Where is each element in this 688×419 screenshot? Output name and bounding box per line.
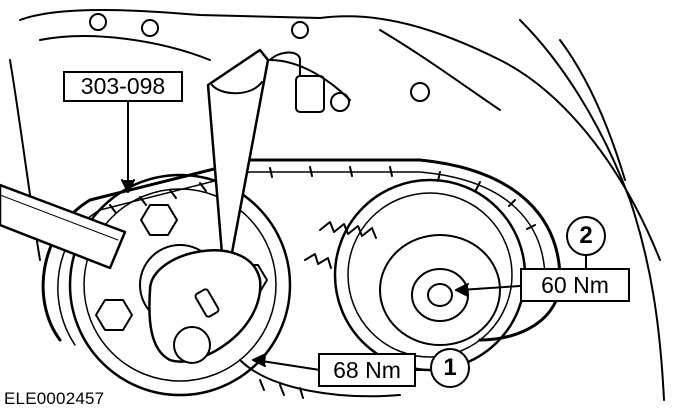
bolt [89, 13, 107, 31]
sensor-connector [295, 75, 325, 113]
torque-value-2: 60 Nm [520, 268, 630, 302]
leader-line-2 [459, 285, 521, 291]
figure-id: ELE0002457 [4, 389, 105, 408]
right-sprocket [333, 178, 527, 372]
camshaft-adjuster [379, 234, 501, 346]
leader-line-1 [254, 359, 321, 371]
torque-value-1: 68 Nm [318, 353, 416, 387]
hex-bolt [140, 204, 178, 236]
callout-number-1: 1 [430, 348, 470, 388]
tool-label: 303-098 [63, 71, 183, 102]
torque-wrench-handle [206, 48, 270, 292]
engine-outline [19, 9, 661, 261]
left-sprocket [68, 173, 292, 397]
holding-tool-handle [0, 183, 127, 270]
timing-belt [41, 158, 562, 342]
callout-number-2: 2 [566, 216, 606, 256]
center-bolt [427, 283, 453, 307]
